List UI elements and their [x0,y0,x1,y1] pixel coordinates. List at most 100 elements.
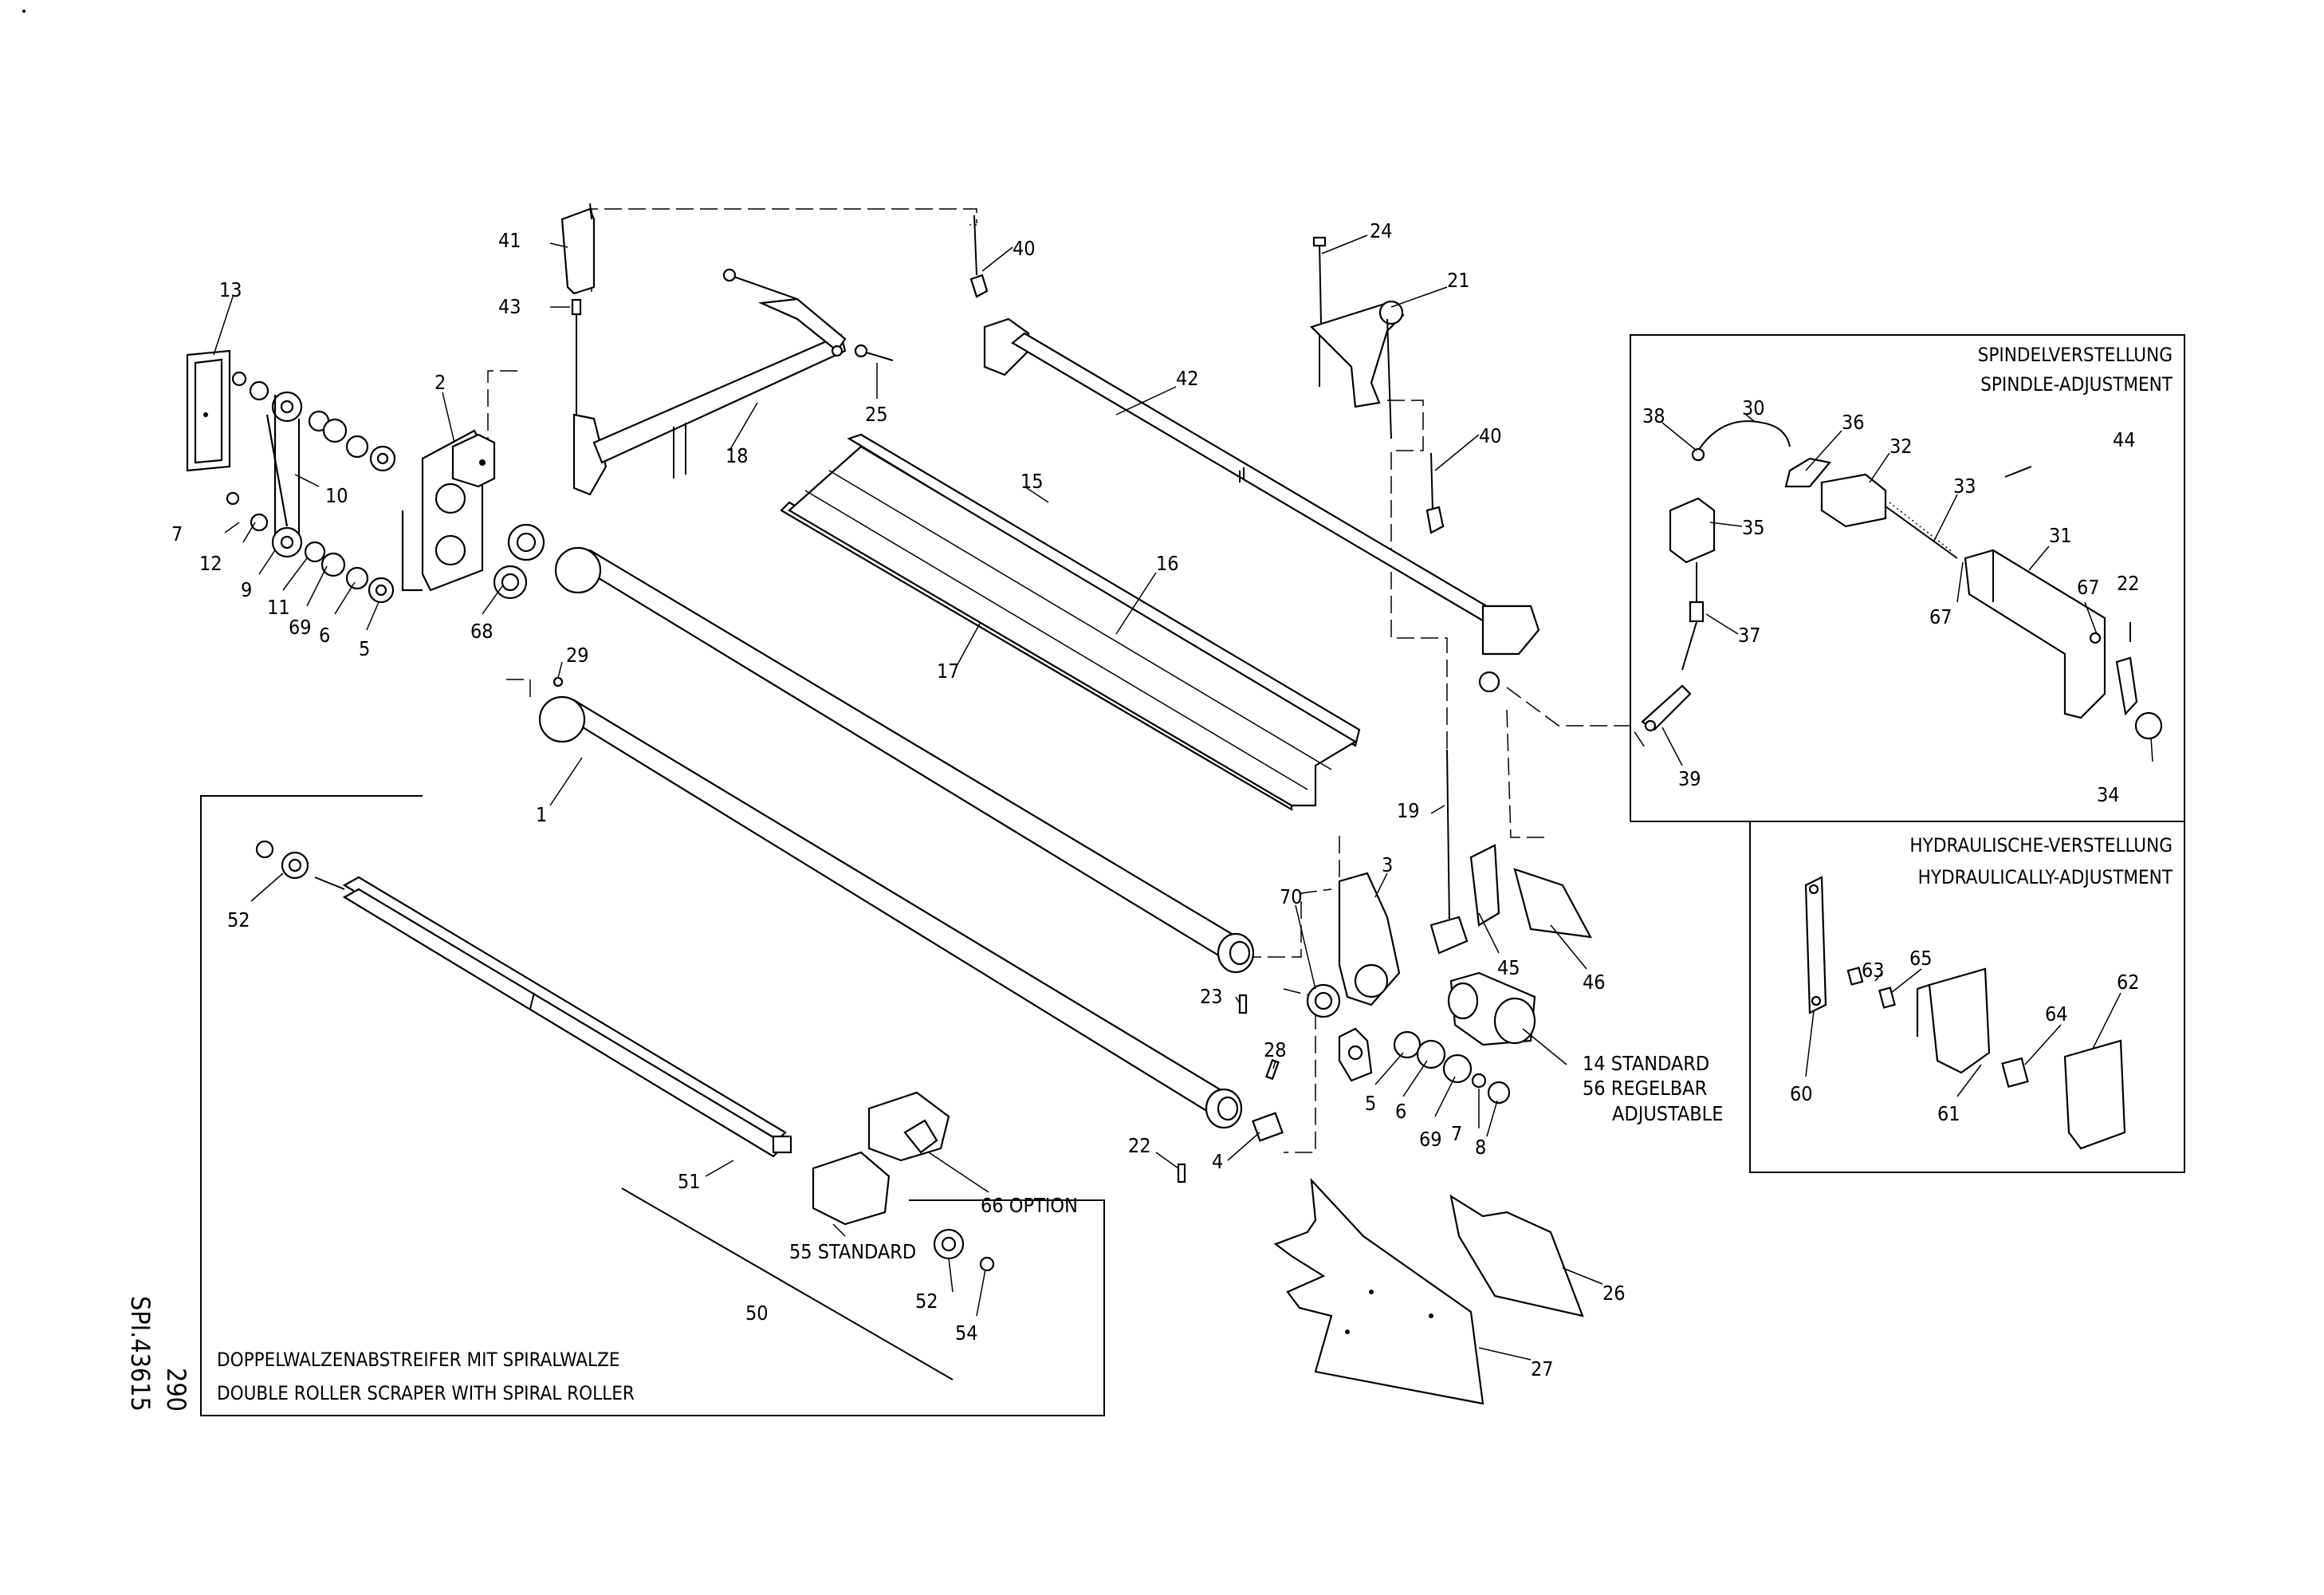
housing-31 [1964,549,2106,719]
label-23: 23 [1200,985,1223,1008]
label-38: 38 [1642,404,1665,427]
label-33: 33 [1953,475,1976,498]
threaded-rod-40-right [1425,452,1445,534]
motor-14-56 [1447,971,1536,1046]
label-31: 31 [2049,524,2072,547]
label-24: 24 [1370,219,1393,242]
label-42: 42 [1176,367,1199,390]
label-3: 3 [1382,853,1393,876]
label-51: 51 [678,1170,701,1193]
label-27: 27 [1531,1357,1554,1380]
label-37: 37 [1738,624,1761,647]
label-69-left: 69 [289,616,312,639]
label-28: 28 [1264,1038,1287,1061]
callout-56-adjustable: ADJUSTABLE [1612,1102,1723,1125]
label-30: 30 [1742,396,1765,419]
crank-34 [2115,656,2163,740]
lever-pin-41-43 [560,203,596,431]
label-52-top: 52 [227,908,250,931]
label-13: 13 [219,278,242,301]
label-68: 68 [470,620,494,643]
label-15: 15 [1020,470,1044,493]
chain-sprocket-set-9-10-11-12 [226,371,396,604]
label-52-bottom: 52 [915,1290,938,1313]
bolt-25 [854,344,894,361]
part-number-labels: 1 2 3 4 5 5 6 6 7 7 8 9 10 11 12 13 15 1… [171,219,2140,1380]
bearing-52-54 [933,1228,995,1272]
label-40-right: 40 [1479,424,1502,447]
bracket-50-line [621,1187,954,1380]
spindle-caption-de: SPINDELVERSTELLUNG [1978,344,2173,366]
label-67-spindle: 67 [2077,576,2100,599]
spiral-roller-51 [255,840,792,1158]
roller-end-55-66 [812,1091,950,1226]
label-46: 46 [1583,971,1606,994]
scraper-caption-de: DOPPELWALZENABSTREIFER MIT SPIRALWALZE [217,1349,620,1371]
pin-29 [552,676,564,687]
washers-5-6-7-8-69 [1393,1030,1511,1105]
threaded-rod-40-left [969,215,989,298]
cover-plate-26 [1449,1194,1584,1317]
box-captions: SPINDELVERSTELLUNG SPINDLE-ADJUSTMENT HY… [217,344,2173,1404]
label-61: 61 [1937,1102,1960,1125]
label-21: 21 [1447,269,1470,292]
label-11: 11 [267,596,290,619]
label-44: 44 [2113,428,2136,451]
shaft-18 [572,268,847,496]
callout-14-standard: 14 STANDARD [1583,1052,1709,1075]
label-25: 25 [865,403,888,426]
bearing-bracket-2 [401,429,496,592]
valve-64 [2001,1057,2029,1088]
hydraulic-caption-de: HYDRAULISCHE-VERSTELLUNG [1909,834,2173,857]
hydraulic-adjustment-box [1749,821,2185,1173]
label-6-right: 6 [1395,1100,1406,1123]
label-7-right: 7 [1451,1122,1462,1145]
scraper-caption-en: DOUBLE ROLLER SCRAPER WITH SPIRAL ROLLER [217,1382,635,1404]
link-39 [1641,684,1692,732]
spindle-assembly-30-38 [1669,420,1832,671]
cover-plate-27 [1273,1177,1484,1405]
label-35: 35 [1742,516,1765,539]
callouts: 14 STANDARD 56 REGELBAR ADJUSTABLE 55 ST… [789,1052,1723,1263]
plate-45-46 [1469,844,1592,939]
label-7-left: 7 [171,522,183,545]
label-41: 41 [498,229,521,252]
label-67-housing: 67 [1929,605,1952,628]
label-39: 39 [1678,767,1701,790]
label-60: 60 [1790,1082,1813,1105]
label-45: 45 [1497,956,1520,979]
label-64: 64 [2045,1002,2068,1026]
scraper-blade-15-16-17 [780,433,1361,811]
callout-56-regelbar: 56 REGELBAR [1583,1077,1707,1100]
label-4: 4 [1212,1150,1223,1173]
spindle-adjustment-box [1630,334,2185,822]
double-roller-scraper-box [200,795,1105,1416]
label-34: 34 [2097,783,2120,806]
label-19: 19 [1397,799,1420,822]
label-8: 8 [1475,1136,1486,1159]
valve-block-61 [1916,967,1991,1074]
shaft-42 [983,317,1540,693]
label-18: 18 [726,444,749,467]
label-36: 36 [1842,411,1865,434]
spindle-32-33 [1820,473,1958,559]
spindle-caption-en: SPINDLE-ADJUSTMENT [1980,373,2173,396]
corner-mark [22,10,26,13]
label-63: 63 [1862,959,1885,982]
label-69-right: 69 [1419,1128,1442,1151]
label-70: 70 [1280,885,1303,908]
bearings-68 [493,523,545,600]
label-1: 1 [536,803,547,826]
label-29: 29 [566,644,589,667]
label-16: 16 [1156,552,1179,575]
label-5-left: 5 [359,637,370,660]
hydraulic-assembly-60-65 [1804,876,1896,1014]
label-12: 12 [199,552,222,575]
callout-66-option: 66 OPTION [981,1194,1078,1217]
label-17: 17 [937,660,960,683]
label-65: 65 [1909,947,1933,970]
bolt-24 [1312,236,1327,324]
label-62: 62 [2117,971,2140,994]
roller-1-upper [554,546,1255,974]
